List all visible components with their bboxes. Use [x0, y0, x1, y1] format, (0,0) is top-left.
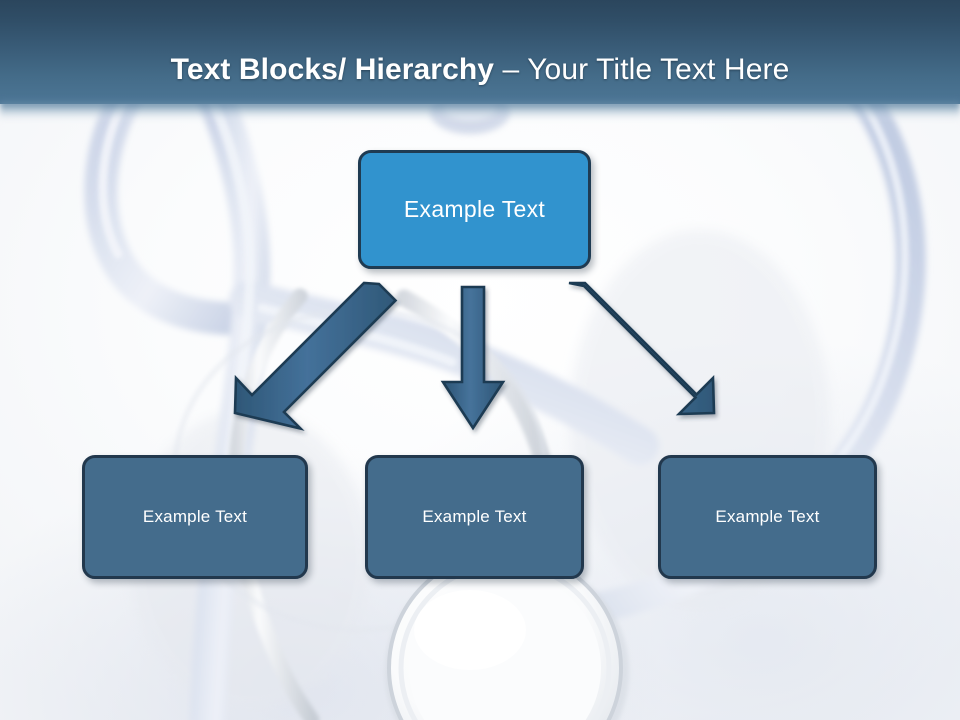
hierarchy-child-node-2[interactable]: Example Text — [365, 455, 584, 579]
page-title: Text Blocks/ Hierarchy – Your Title Text… — [0, 52, 960, 88]
title-bar-fade — [0, 100, 960, 122]
hierarchy-child-node-1-label: Example Text — [142, 507, 248, 526]
hierarchy-parent-node[interactable]: Example Text — [358, 150, 591, 269]
hierarchy-child-node-1[interactable]: Example Text — [82, 455, 308, 579]
hierarchy-parent-node-label: Example Text — [403, 196, 546, 222]
hierarchy-child-node-2-label: Example Text — [422, 507, 527, 526]
page-title-light: – Your Title Text Here — [494, 53, 790, 86]
page-title-strong: Text Blocks/ Hierarchy — [170, 53, 495, 86]
title-bar — [0, 0, 960, 104]
hierarchy-child-node-3[interactable]: Example Text — [658, 455, 877, 579]
hierarchy-child-node-3-label: Example Text — [715, 507, 820, 526]
